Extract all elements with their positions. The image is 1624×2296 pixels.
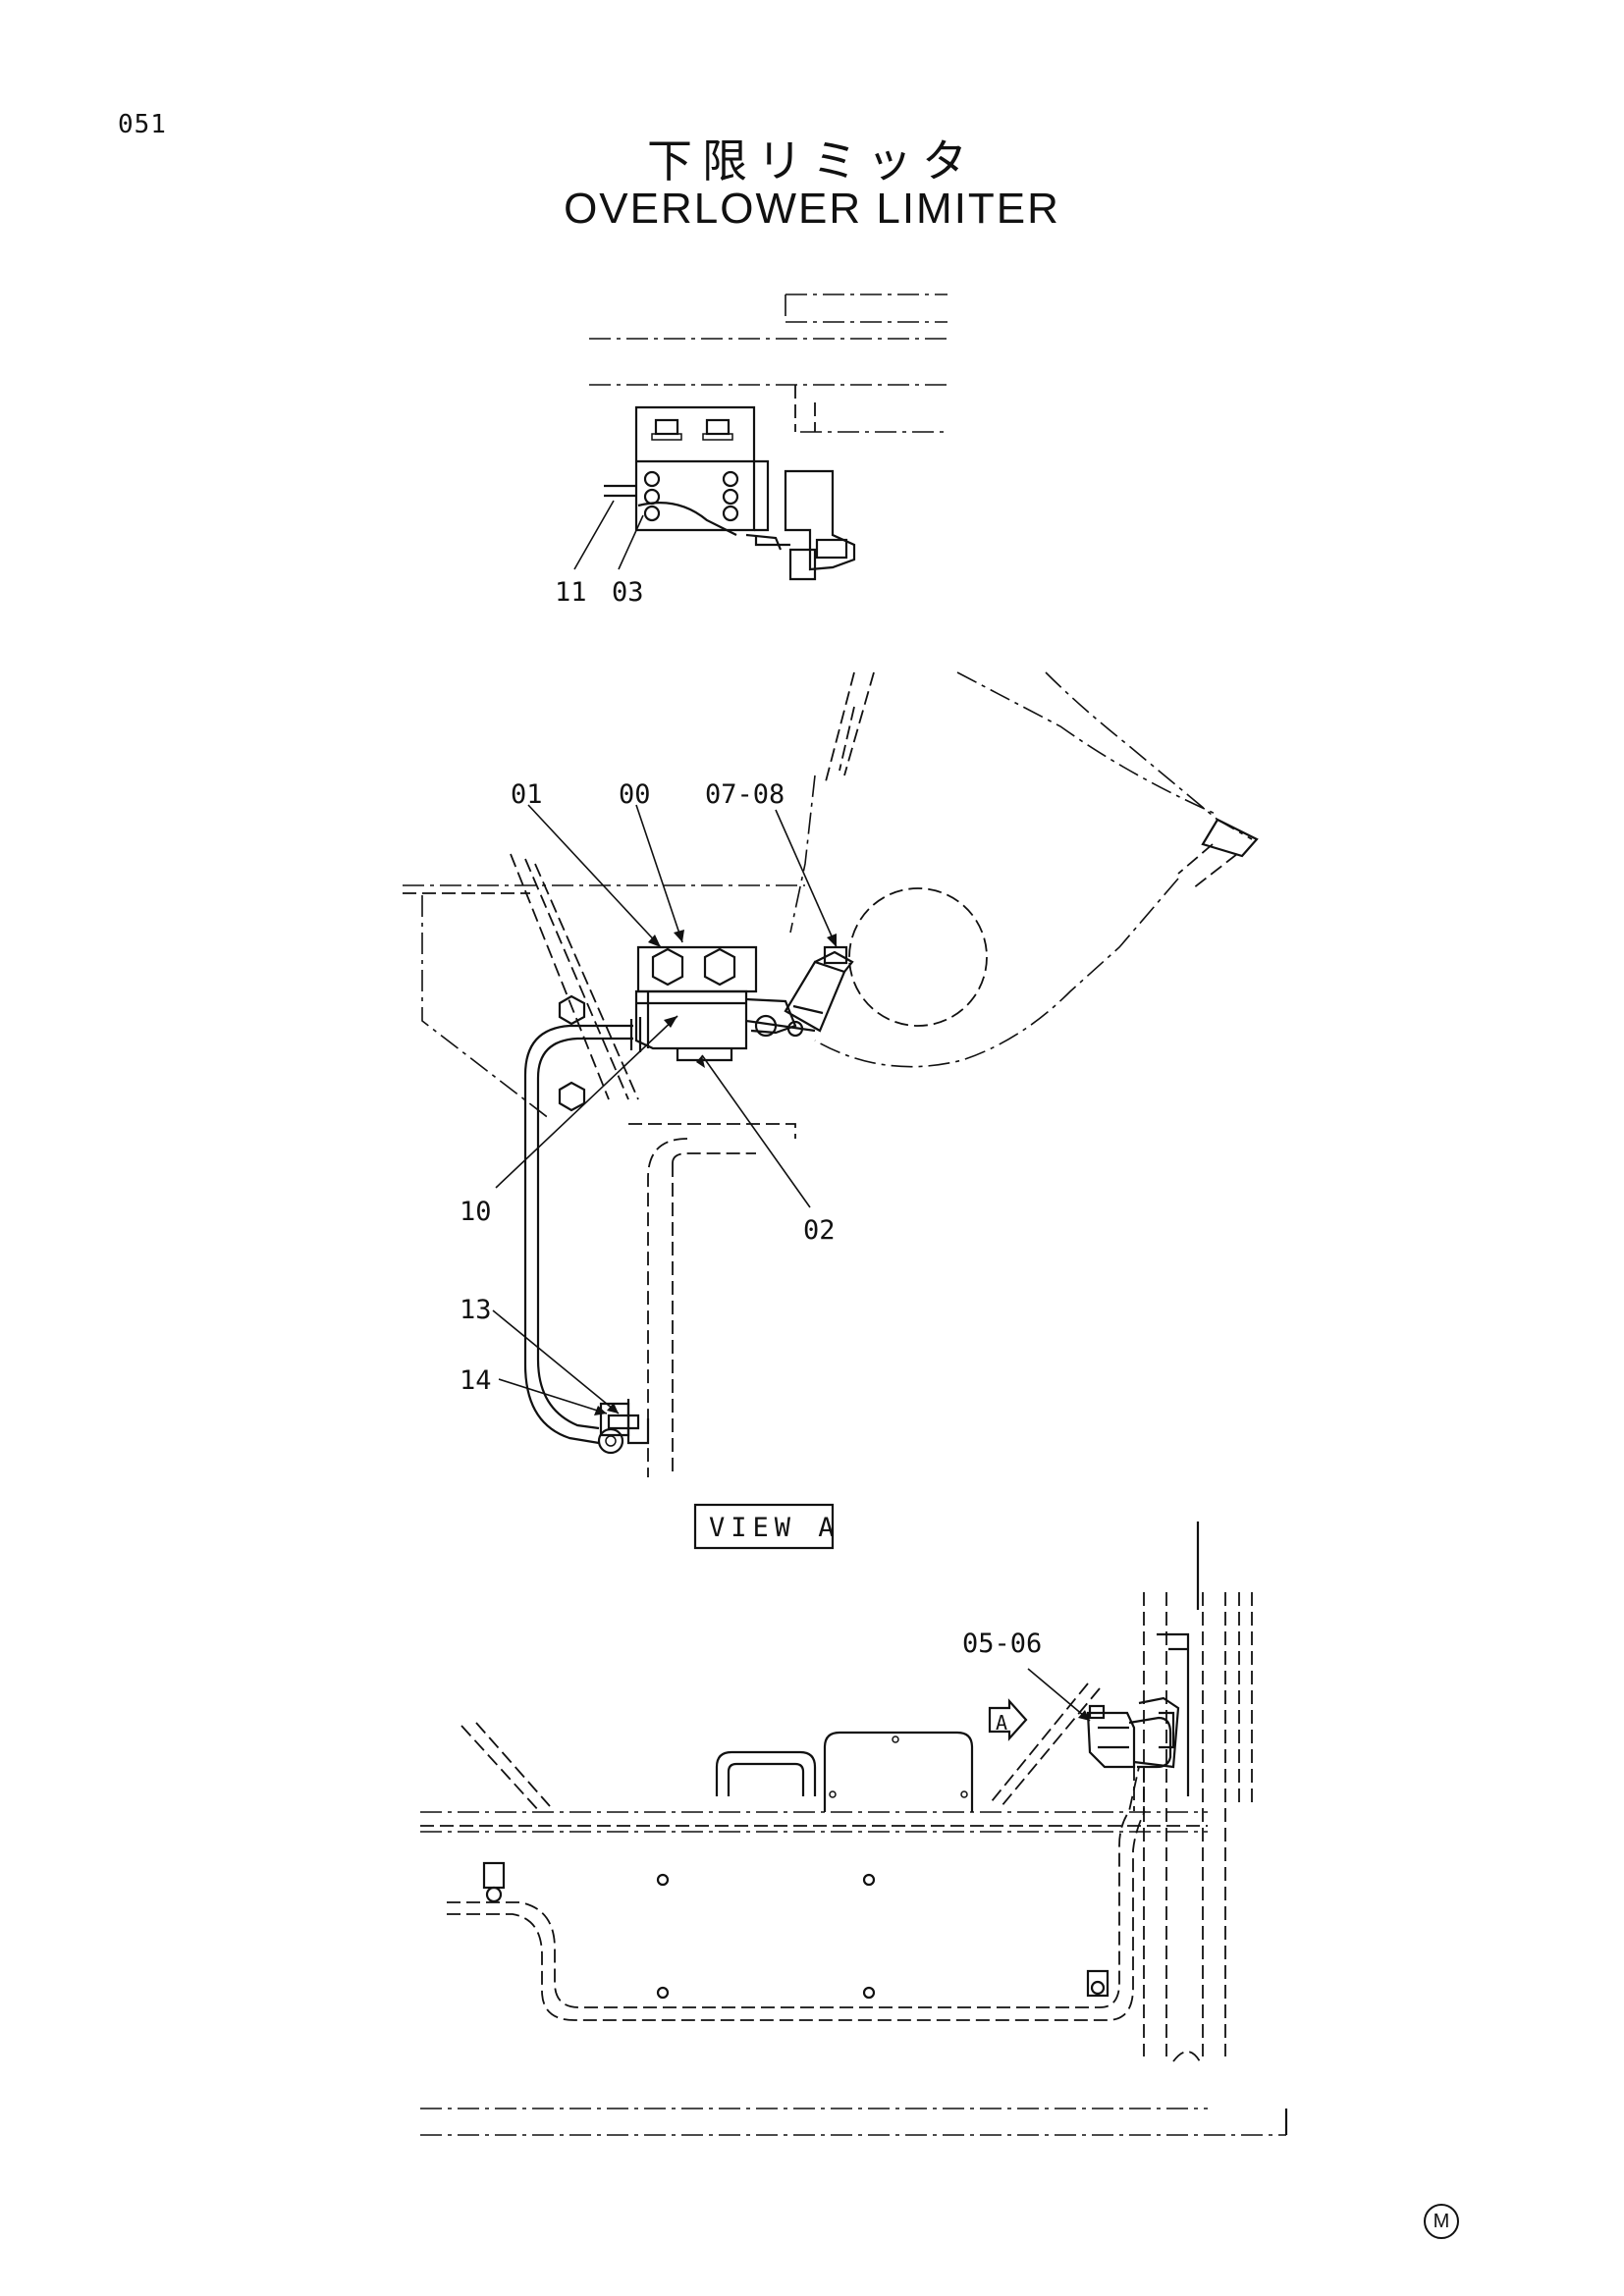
view-a-label: VIEW A bbox=[709, 1513, 840, 1543]
callout-10: 10 bbox=[460, 1197, 492, 1227]
callout-01: 01 bbox=[511, 779, 543, 810]
view-a-arrow-letter: A bbox=[996, 1711, 1007, 1735]
callout-labels: 11 03 01 00 07-08 10 02 13 14 05-06 VIEW… bbox=[460, 577, 1042, 1735]
title-english: OVERLOWER LIMITER bbox=[564, 185, 1060, 233]
top-detail-view bbox=[589, 294, 947, 581]
callout-13: 13 bbox=[460, 1295, 492, 1325]
callout-00: 00 bbox=[619, 779, 651, 810]
callout-03: 03 bbox=[612, 577, 644, 608]
title-japanese: 下限リミッタ bbox=[647, 134, 977, 187]
bottom-view-a bbox=[420, 1503, 1288, 2136]
callout-02: 02 bbox=[803, 1215, 836, 1246]
page-number: 051 bbox=[118, 110, 167, 139]
callout-07-08: 07-08 bbox=[705, 779, 785, 810]
main-detail-view bbox=[403, 671, 1259, 1477]
callout-11: 11 bbox=[555, 577, 587, 608]
corner-mark: M bbox=[1424, 2204, 1459, 2239]
callout-14: 14 bbox=[460, 1365, 492, 1396]
view-a-box bbox=[693, 1503, 835, 1550]
callout-05-06: 05-06 bbox=[962, 1629, 1042, 1659]
